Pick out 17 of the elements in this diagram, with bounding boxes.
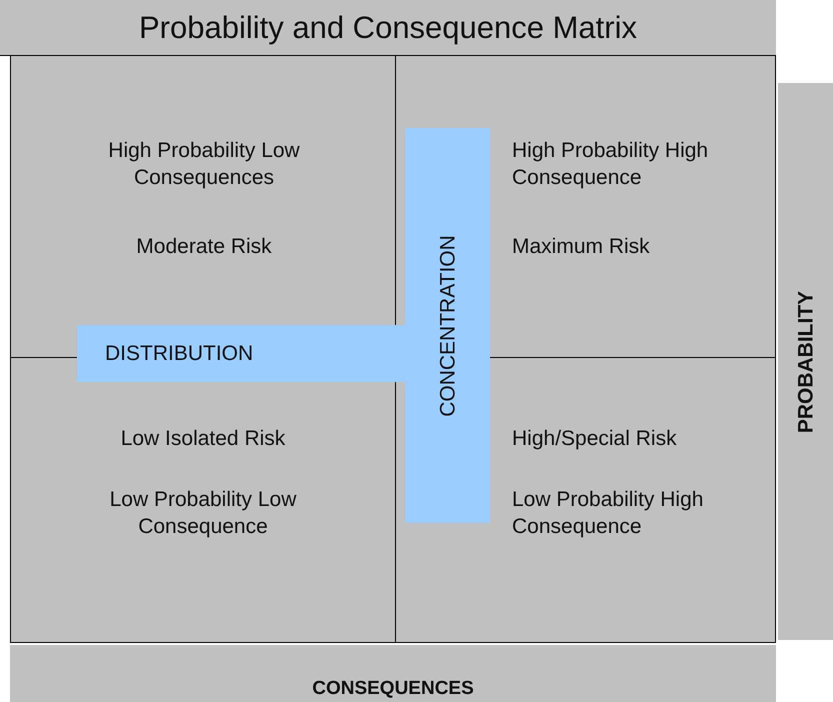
quadrant-text: Moderate Risk [135,234,273,260]
quadrant-text: High Probability Low Consequences [108,138,300,191]
axis-label: PROBABILITY [793,290,818,433]
bar-label: DISTRIBUTION [105,341,254,367]
quadrant-text: Low Isolated Risk [120,426,286,452]
title: Probability and Consequence Matrix [139,10,637,46]
quadrant-text: High Probability High Consequence [512,138,710,191]
quadrant-text: Low Probability Low Consequence [108,487,298,540]
quadrant-text: High/Special Risk [512,426,678,452]
axis-label: CONSEQUENCES [312,677,474,701]
axis-band [778,83,833,640]
quadrant-text: Low Probability High Consequence [512,487,704,540]
distribution-bar [77,325,407,382]
concentration-bar [405,128,490,523]
axis-band [10,645,776,702]
quadrant-text: Maximum Risk [512,234,651,260]
bar-label: CONCENTRATION [435,234,460,416]
